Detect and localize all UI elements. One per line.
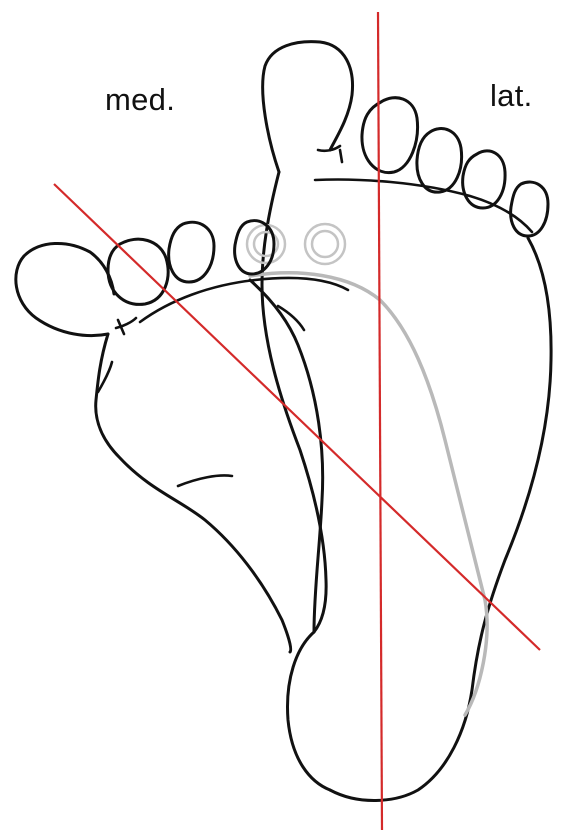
lateral-label: lat. [490, 78, 533, 114]
right-toe-2 [362, 98, 418, 173]
vertical-axis-line [378, 12, 382, 830]
left-ball-line [140, 278, 348, 322]
left-lateral-edge [250, 280, 323, 632]
right-heel [288, 632, 330, 790]
right-foot [247, 42, 551, 801]
right-big-toe [263, 42, 353, 172]
right-big-toe-crease [318, 146, 340, 151]
right-hidden-toe-2b [312, 231, 338, 257]
left-arch-line [178, 475, 232, 486]
diagonal-axis-line [54, 184, 540, 650]
right-lateral-edge [330, 238, 551, 801]
right-hidden-arch [250, 273, 487, 715]
left-big-toe [16, 243, 114, 335]
left-toe-2 [108, 239, 168, 304]
left-foot [16, 221, 348, 652]
right-big-toe-crease-tick [340, 150, 342, 162]
medial-label: med. [105, 82, 175, 118]
right-toe-3 [417, 129, 462, 193]
left-toe-3 [169, 222, 214, 282]
